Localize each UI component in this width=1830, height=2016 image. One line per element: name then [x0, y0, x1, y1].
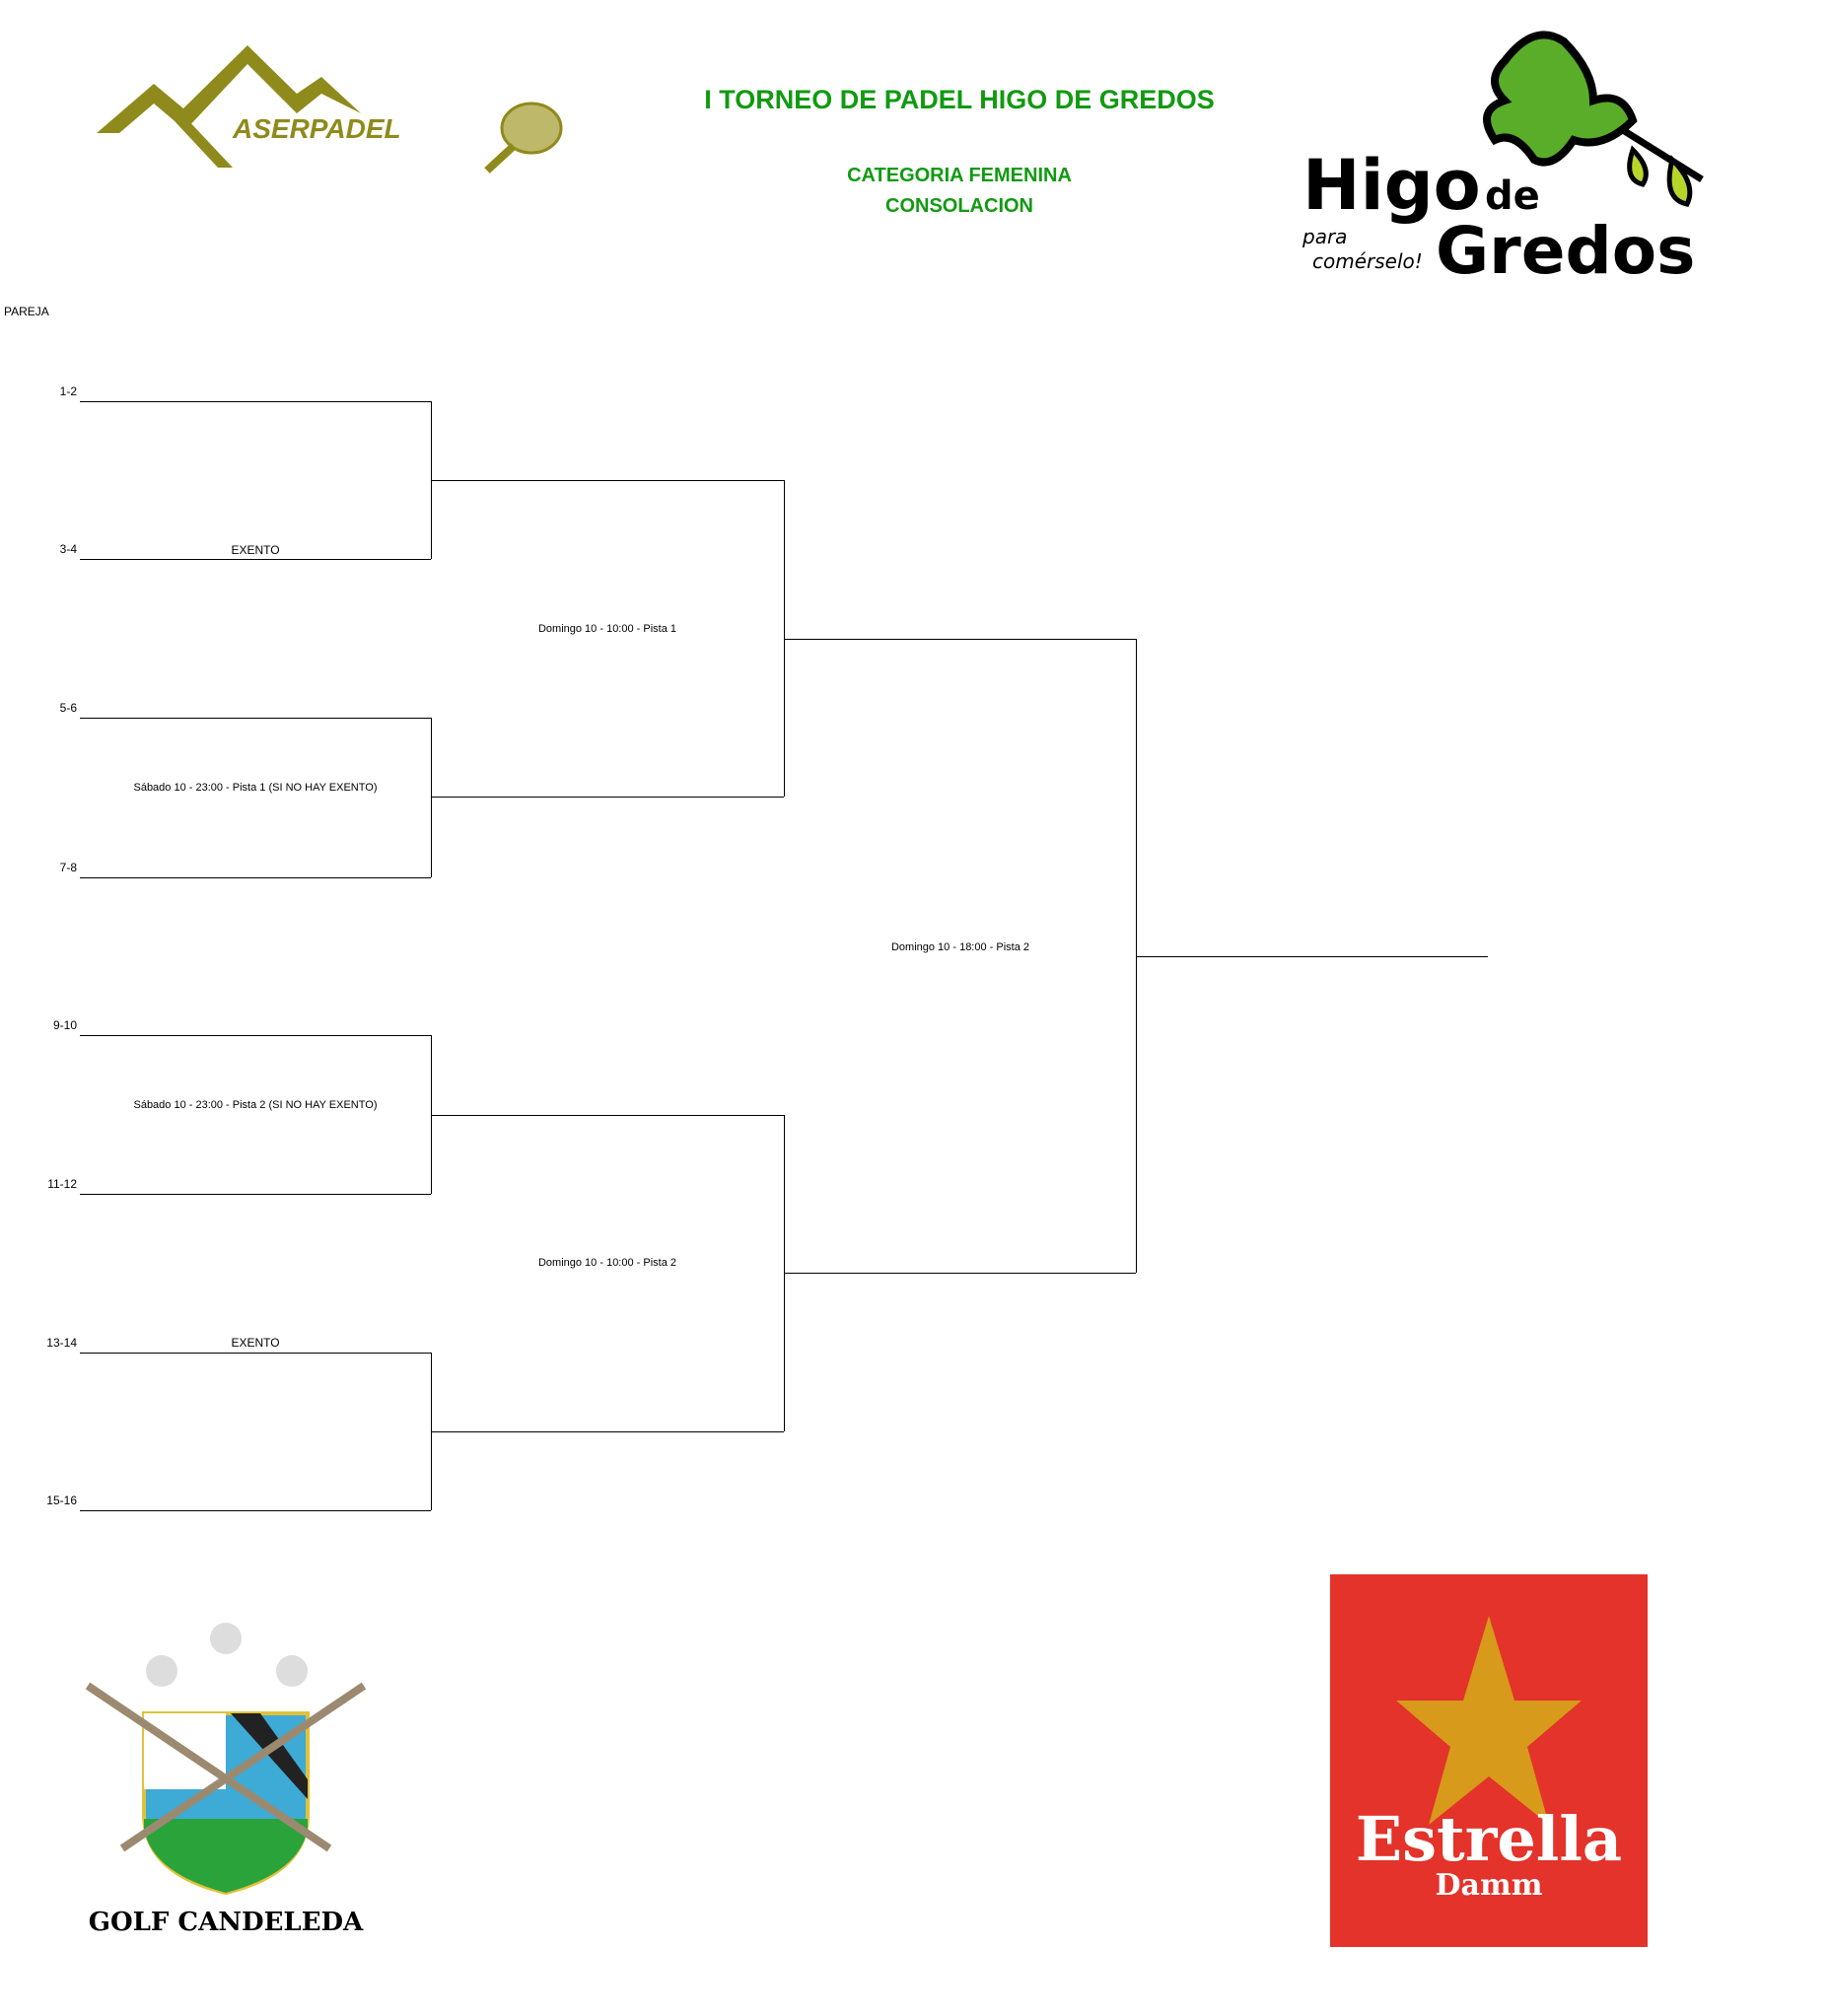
- pair-label: 13-14: [46, 1336, 77, 1350]
- pair-label: 11-12: [47, 1177, 77, 1191]
- category-label: CATEGORIA FEMENINA: [847, 165, 1072, 186]
- higo-de-gredos-logo: Higo de Gredos para comérselo!: [1302, 31, 1704, 283]
- bracket-slot-r2: [431, 480, 784, 481]
- bracket-slot-1-2: [80, 401, 431, 402]
- bracket-connector: [784, 480, 785, 797]
- pair-label: 7-8: [59, 861, 77, 874]
- match-schedule: Domingo 10 - 10:00 - Pista 1: [537, 623, 677, 635]
- pair-label: 1-2: [59, 384, 77, 398]
- pair-label: 9-10: [52, 1018, 77, 1032]
- golf-candeleda-logo: GOLF CANDELEDA: [85, 1623, 367, 1937]
- final-schedule: Domingo 10 - 18:00 - Pista 2: [890, 941, 1030, 953]
- pair-label: 5-6: [59, 701, 77, 715]
- bracket-connector: [431, 1035, 432, 1194]
- match-schedule: Sábado 10 - 23:00 - Pista 2 (SI NO HAY E…: [133, 1099, 378, 1111]
- svg-text:ASERPADEL: ASERPADEL: [232, 113, 401, 144]
- subcategory-label: CONSOLACION: [885, 195, 1033, 217]
- golf-name: GOLF CANDELEDA: [89, 1908, 364, 1937]
- page-title: I TORNEO DE PADEL HIGO DE GREDOS: [704, 85, 1215, 114]
- bracket-slot-11-12: [80, 1194, 431, 1195]
- bracket-slot-3-4: [80, 559, 431, 560]
- exento-label: EXENTO: [231, 543, 280, 557]
- bracket-slot-5-6: [80, 718, 431, 719]
- bracket-slot-r2: [431, 1115, 784, 1116]
- aserpadel-logo: ASERPADEL: [97, 45, 563, 174]
- bracket-slot-7-8: [80, 877, 431, 878]
- svg-text:Estrella: Estrella: [1356, 1803, 1622, 1875]
- svg-text:Gredos: Gredos: [1436, 213, 1695, 283]
- exento-label: EXENTO: [231, 1336, 280, 1350]
- svg-text:comérselo!: comérselo!: [1312, 249, 1423, 273]
- bracket-slot-9-10: [80, 1035, 431, 1036]
- bracket-connector: [1136, 639, 1137, 1273]
- pair-label: 3-4: [59, 542, 77, 556]
- bracket-slot-winner: [1136, 956, 1488, 957]
- bracket-slot-13-14: [80, 1353, 431, 1354]
- match-schedule: Domingo 10 - 10:00 - Pista 2: [537, 1257, 677, 1269]
- pareja-header: PAREJA: [4, 305, 49, 318]
- bracket-slot-15-16: [80, 1510, 431, 1511]
- bracket-connector: [431, 718, 432, 877]
- svg-text:para: para: [1302, 225, 1347, 248]
- bracket-slot-r2: [431, 1431, 784, 1432]
- bracket-slot-r3: [784, 639, 1136, 640]
- svg-text:Higo: Higo: [1302, 145, 1481, 226]
- bracket-slot-r3: [784, 1273, 1136, 1274]
- pair-label: 15-16: [46, 1494, 77, 1507]
- svg-text:Damm: Damm: [1436, 1868, 1543, 1903]
- match-schedule: Sábado 10 - 23:00 - Pista 1 (SI NO HAY E…: [133, 782, 378, 794]
- svg-text:de: de: [1485, 174, 1540, 219]
- bracket-slot-r2: [431, 797, 784, 798]
- estrella-damm-logo: Estrella Damm: [1330, 1574, 1648, 1947]
